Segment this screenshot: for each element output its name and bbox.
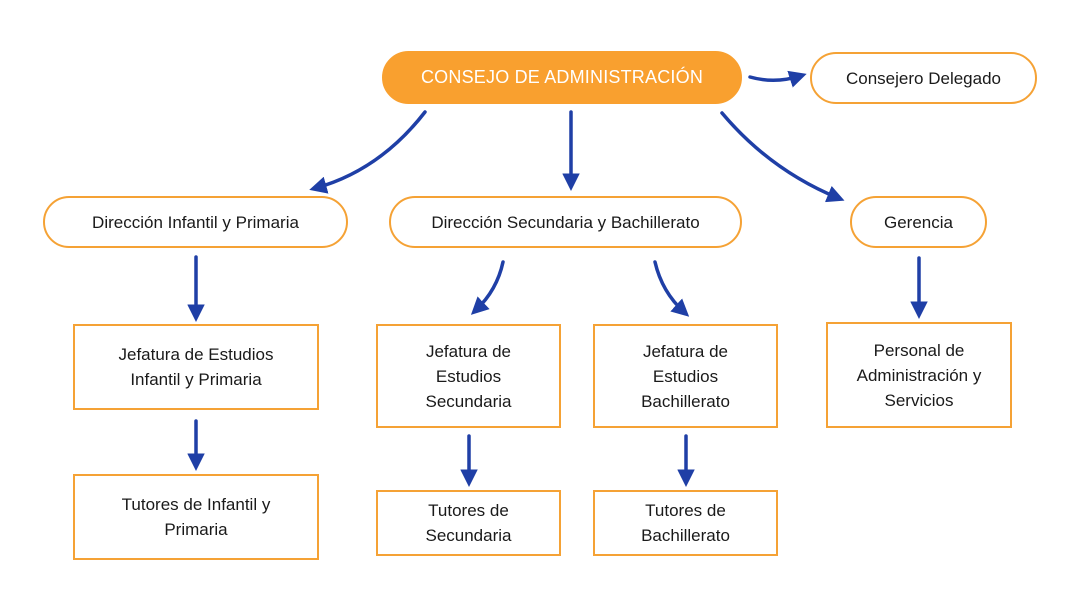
jefatura-infantil-node: Jefatura de Estudios Infantil y Primaria: [73, 324, 319, 410]
jefatura-bachillerato-line: Estudios: [652, 366, 719, 386]
direccion-secundaria-node: Dirección Secundaria y Bachillerato: [389, 196, 742, 248]
consejo-administracion-label: CONSEJO DE ADMINISTRACIÓN: [420, 67, 704, 87]
gerencia-node: Gerencia: [850, 196, 987, 248]
consejero-delegado-node: Consejero Delegado: [810, 52, 1037, 104]
tutores-infantil-line: Tutores de Infantil y: [121, 495, 271, 514]
personal-administracion-line: Personal de: [873, 340, 965, 360]
arrow-dir-secundaria-to-jefatura-bachillerato: [653, 260, 690, 317]
tutores-bachillerato-node: Tutores de Bachillerato: [593, 490, 778, 556]
jefatura-infantil-line: Jefatura de Estudios: [118, 345, 274, 364]
jefatura-secundaria-line: Jefatura de: [425, 341, 512, 361]
consejo-administracion-node: CONSEJO DE ADMINISTRACIÓN: [382, 51, 742, 104]
tutores-secundaria-line: Tutores de: [428, 501, 509, 520]
jefatura-infantil-line: Infantil y Primaria: [130, 370, 262, 389]
jefatura-secundaria-line: Secundaria: [425, 391, 512, 411]
arrow-dir-secundaria-to-jefatura-secundaria: [470, 260, 505, 315]
arrow-consejo-to-delegado: [748, 70, 807, 88]
personal-administracion-node: Personal de Administración y Servicios: [826, 322, 1012, 428]
personal-administracion-line: Servicios: [884, 390, 954, 410]
jefatura-bachillerato-node: Jefatura de Estudios Bachillerato: [593, 324, 778, 428]
direccion-infantil-label: Dirección Infantil y Primaria: [92, 212, 299, 232]
consejero-delegado-label: Consejero Delegado: [846, 68, 1001, 88]
arrow-consejo-to-gerencia: [720, 111, 845, 203]
tutores-bachillerato-line: Bachillerato: [641, 526, 730, 545]
tutores-infantil-line: Primaria: [164, 520, 228, 539]
jefatura-secundaria-line: Estudios: [435, 366, 502, 386]
jefatura-bachillerato-line: Jefatura de: [642, 341, 729, 361]
tutores-bachillerato-line: Tutores de: [645, 501, 726, 520]
gerencia-label: Gerencia: [884, 212, 953, 232]
tutores-secundaria-node: Tutores de Secundaria: [376, 490, 561, 556]
jefatura-secundaria-node: Jefatura de Estudios Secundaria: [376, 324, 561, 428]
tutores-infantil-node: Tutores de Infantil y Primaria: [73, 474, 319, 560]
jefatura-bachillerato-line: Bachillerato: [641, 391, 730, 411]
direccion-infantil-node: Dirección Infantil y Primaria: [43, 196, 348, 248]
arrow-consejo-to-dir-infantil: [309, 110, 427, 194]
tutores-secundaria-line: Secundaria: [425, 526, 512, 545]
personal-administracion-line: Administración y: [856, 365, 982, 385]
direccion-secundaria-label: Dirección Secundaria y Bachillerato: [431, 212, 700, 232]
